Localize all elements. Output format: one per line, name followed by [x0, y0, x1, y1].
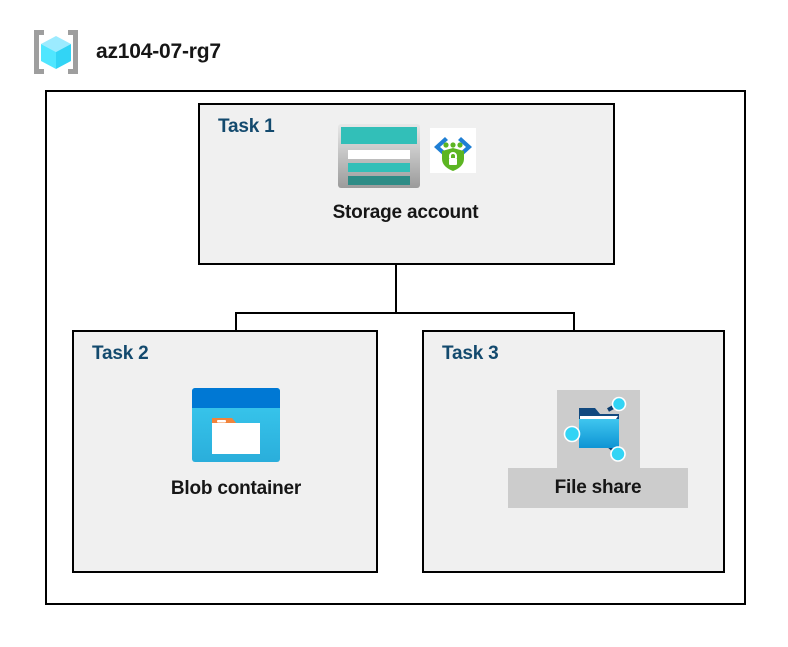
file-share-icon: [563, 396, 627, 462]
resource-group-icon: [34, 30, 78, 74]
connector-storage-to-bus: [395, 265, 397, 314]
connector-horizontal-bus: [235, 312, 575, 314]
file-share-highlight-icon: [556, 390, 640, 468]
blob-container-caption: Blob container: [170, 478, 302, 499]
node-storage-account[interactable]: Storage account: [238, 122, 573, 224]
task-1-label: Task 1: [218, 116, 275, 137]
storage-account-icon: [337, 124, 420, 188]
task-2-label: Task 2: [92, 343, 149, 364]
task-3-label: Task 3: [442, 343, 499, 364]
node-blob-container[interactable]: Blob container: [150, 386, 322, 500]
resource-group-title: az104-07-rg7: [96, 40, 221, 63]
storage-icon-row: [336, 122, 476, 194]
node-file-share[interactable]: File share: [508, 390, 688, 508]
blob-container-icon: [192, 388, 280, 462]
secure-endpoint-icon: [429, 128, 476, 173]
file-share-caption: File share: [554, 477, 642, 498]
storage-account-caption: Storage account: [332, 202, 479, 223]
resource-group-header: az104-07-rg7: [30, 26, 221, 78]
file-share-highlight-caption: File share: [508, 468, 688, 508]
